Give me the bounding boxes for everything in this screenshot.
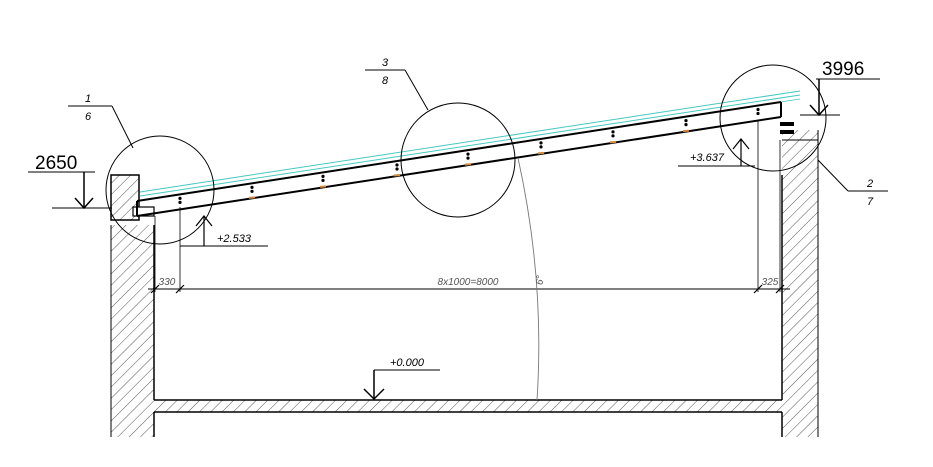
rebar-dot — [178, 196, 182, 200]
callout-3: 3 8 — [365, 57, 429, 111]
dimension-main-text: 8x1000=8000 — [438, 277, 499, 288]
rebar-dot — [684, 123, 688, 127]
callout-3-sheet: 8 — [382, 75, 389, 87]
rebar-dot — [466, 152, 470, 156]
callout-2-number: 2 — [866, 178, 873, 190]
rebar-dot — [611, 130, 615, 134]
detail-circles — [105, 64, 827, 245]
detail-mark — [319, 185, 327, 188]
level-mark-3637: +3.637 — [678, 138, 755, 167]
rebar-dot — [684, 119, 688, 123]
dimension-left-text: 330 — [159, 277, 176, 288]
detail-mark — [609, 140, 617, 144]
rebar-dots — [178, 107, 760, 204]
rebar-dot — [611, 134, 615, 138]
callout-3-number: 3 — [382, 57, 389, 69]
level-mark-2533: +2.533 — [180, 215, 268, 247]
detail-mark — [682, 129, 690, 133]
level-mark-2650: 2650 — [28, 153, 112, 210]
floor-slab — [154, 399, 782, 413]
slope-angle: 6° — [517, 157, 547, 401]
detail-mark — [393, 174, 401, 177]
detail-mark — [537, 151, 545, 155]
level-mark-0000: +0.000 — [363, 357, 440, 401]
level-3637-text: +3.637 — [690, 152, 725, 164]
rebar-dot — [250, 189, 254, 193]
rebar-dot — [395, 163, 399, 167]
callout-2-sheet: 7 — [867, 196, 874, 208]
rebar-dot — [539, 145, 543, 149]
roof-slab — [136, 90, 801, 217]
callout-1-sheet: 6 — [85, 111, 92, 123]
dimension-line: 330 8x1000=8000 325 — [148, 277, 790, 294]
detail-mark — [464, 163, 472, 166]
rebar-dot — [756, 107, 760, 112]
callout-1-number: 1 — [85, 93, 91, 105]
left-wall — [110, 174, 155, 437]
rebar-dot — [539, 141, 543, 145]
rebar-dot — [466, 156, 470, 160]
rebar-dot — [250, 185, 254, 189]
dimension-right-text: 325 — [762, 277, 779, 288]
rebar-dot — [321, 178, 325, 183]
level-2533-text: +2.533 — [217, 233, 252, 245]
detail-mark — [248, 196, 256, 199]
rebar-dot — [395, 167, 399, 171]
extension-lines — [154, 120, 781, 292]
level-mark-3996: 3996 — [800, 59, 880, 117]
level-3996-text: 3996 — [822, 59, 864, 80]
level-0000-text: +0.000 — [390, 357, 425, 369]
slope-angle-text: 6° — [535, 275, 547, 286]
callout-2: 2 7 — [817, 159, 888, 208]
rebar-dot — [756, 111, 760, 116]
rebar-dot — [178, 200, 182, 204]
rebar-dot — [321, 174, 325, 179]
level-2650-text: 2650 — [35, 153, 77, 174]
callout-1: 1 6 — [68, 93, 134, 149]
